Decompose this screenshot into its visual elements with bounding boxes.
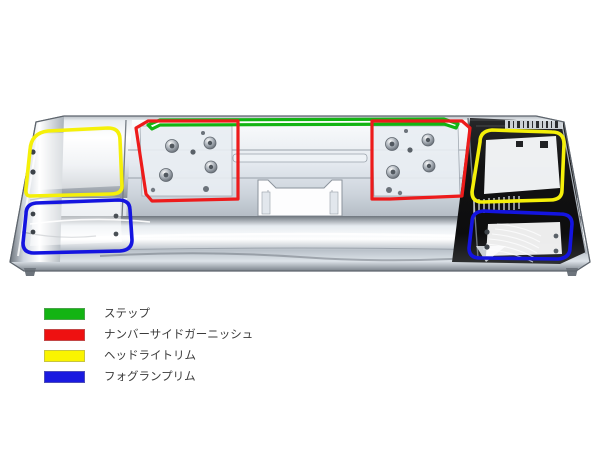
bumper-diagram xyxy=(9,115,591,276)
right-label-strip xyxy=(505,120,563,129)
right-outer-edge xyxy=(561,123,587,255)
legend-item-fog-lamp-rim: フォグランプリム xyxy=(44,366,374,387)
right-fastener-b xyxy=(484,244,490,250)
legend-label-number-side-garnish: ナンバーサイドガーニッシュ xyxy=(104,327,254,341)
fog-lamp-rim-right xyxy=(467,209,574,261)
right-clip-a xyxy=(516,141,523,147)
legend-item-number-side-garnish: ナンバーサイドガーニッシュ xyxy=(44,324,374,345)
left-fastener-e xyxy=(113,213,119,219)
legend-label-step: ステップ xyxy=(104,306,150,320)
center-slot xyxy=(232,153,368,163)
right-fog-surface xyxy=(486,222,562,256)
right-fastener-a xyxy=(484,229,490,235)
legend-label-fog-lamp-rim: フォグランプリム xyxy=(104,369,196,383)
bottom-tab-left xyxy=(24,268,36,276)
right-clip-b xyxy=(540,141,548,148)
legend-swatch-headlight-trim xyxy=(44,349,85,362)
bumper-body xyxy=(9,115,591,276)
fog-lamp-rim-left xyxy=(21,198,134,255)
left-fastener-b xyxy=(30,169,36,175)
bumper-outline xyxy=(9,115,591,272)
right-mount-plate xyxy=(371,125,461,197)
legend: ステップ ナンバーサイドガーニッシュ ヘッドライトリム フォグランプリム xyxy=(44,303,374,387)
legend-item-headlight-trim: ヘッドライトリム xyxy=(44,345,374,366)
legend-label-headlight-trim: ヘッドライトリム xyxy=(104,348,196,362)
legend-swatch-step xyxy=(44,307,85,320)
left-mount-plate xyxy=(139,125,233,197)
left-fastener-f xyxy=(113,231,119,237)
right-headlight-surface xyxy=(484,136,560,194)
left-end-highlight xyxy=(17,123,41,257)
right-fastener-d xyxy=(553,248,559,254)
left-fog-surface xyxy=(30,202,122,246)
garnish-outline-right xyxy=(370,119,472,201)
right-fastener-c xyxy=(553,233,559,239)
left-fastener-d xyxy=(30,229,36,235)
left-headlight-surface xyxy=(38,130,120,190)
headlight-trim-left xyxy=(24,126,124,198)
headlight-trim-right xyxy=(470,128,566,204)
annotation-fog-lamp-rim xyxy=(21,198,574,261)
legend-item-step: ステップ xyxy=(44,303,374,324)
center-bracket-left xyxy=(261,191,271,215)
left-fastener-c xyxy=(30,211,36,217)
bumper-lower-face xyxy=(10,216,590,271)
product-illustration xyxy=(9,115,591,276)
annotation-headlight-trim xyxy=(24,126,566,204)
annotation-number-side-garnish xyxy=(134,119,472,203)
legend-swatch-number-side-garnish xyxy=(44,328,85,341)
legend-swatch-fog-lamp-rim xyxy=(44,370,85,383)
lower-reflection xyxy=(99,252,501,262)
garnish-outline-left xyxy=(134,119,240,203)
bottom-tab-right xyxy=(566,268,578,276)
center-bracket-right xyxy=(329,191,339,215)
